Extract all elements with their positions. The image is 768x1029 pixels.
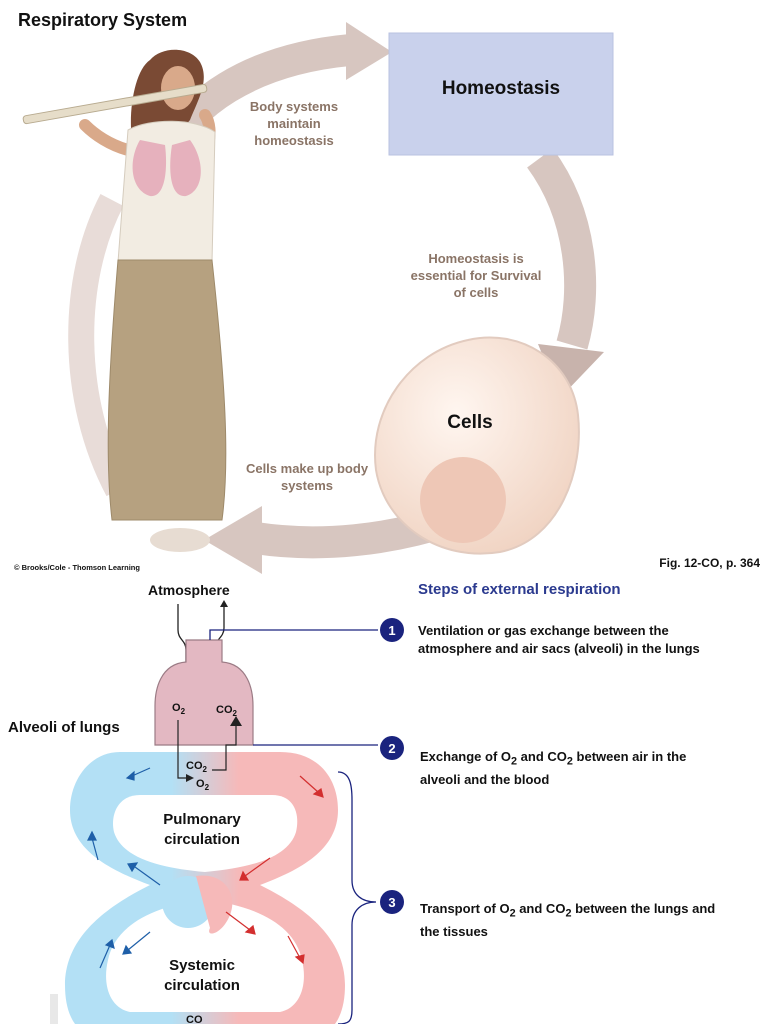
- gas-co2-tissue: CO: [186, 1014, 203, 1026]
- cell-nucleus: [420, 457, 506, 543]
- step-2-text: Exchange of O2 and CO2 between air in th…: [420, 749, 687, 787]
- systemic-hole: [106, 900, 304, 1012]
- arrow-text-cells: Cells make up body systems: [245, 461, 369, 493]
- cells-label: Cells: [447, 412, 493, 433]
- homeostasis-box: [388, 32, 614, 156]
- systemic-circulation-label: Systemic circulation: [164, 957, 240, 994]
- cycle-arrowhead-3: [204, 506, 262, 574]
- deoxygenated-flow-arrows: [87, 767, 161, 969]
- alveoli-sac: [154, 639, 254, 746]
- step-1-text: Ventilation or gas exchange between the …: [418, 623, 700, 656]
- pulmonary-hole: [113, 795, 298, 872]
- step-3-marker: [380, 890, 404, 914]
- arrow-text-body-systems: Body systems maintain homeostasis: [249, 99, 339, 148]
- pulmonary-circulation-label: Pulmonary circulation: [163, 811, 241, 848]
- woman-flute-figure: [22, 49, 227, 552]
- step-1-number: 1: [388, 623, 395, 638]
- copyright-credit: © Brooks/Cole - Thomson Learning: [14, 563, 140, 572]
- step-3-text: Transport of O2 and CO2 between the lung…: [420, 901, 716, 939]
- cycle-left-arc: [68, 193, 130, 497]
- circulation-loop: [65, 716, 345, 1029]
- gas-co2-blood: CO2: [186, 760, 207, 775]
- homeostasis-label: Homeostasis: [441, 78, 561, 99]
- step-3-number: 3: [388, 895, 395, 910]
- gas-co2-alveoli: CO2: [216, 704, 237, 719]
- atmosphere-label: Atmosphere: [148, 582, 230, 598]
- arrow-text-homeostasis: Homeostasis is essential for Survival of…: [410, 251, 542, 300]
- step-1-marker: [380, 618, 404, 642]
- homeostasis-cycle: [68, 22, 614, 574]
- gas-o2-blood: O2: [196, 778, 210, 793]
- steps-title: Steps of external respiration: [418, 581, 621, 598]
- cycle-arrowhead-1: [346, 22, 392, 80]
- cycle-arrow-to-cells: [526, 148, 597, 350]
- step-2-marker: [380, 736, 404, 760]
- step-markers: 1 2 3: [380, 618, 404, 914]
- heart-right: [196, 875, 233, 934]
- alveoli-label: Alveoli of lungs: [8, 719, 120, 736]
- step-2-number: 2: [388, 741, 395, 756]
- edge-mark: [50, 994, 58, 1024]
- figure-reference: Fig. 12-CO, p. 364: [659, 556, 760, 570]
- gas-o2-alveoli: O2: [172, 702, 186, 717]
- page-title: Respiratory System: [18, 10, 188, 30]
- step-connectors: [209, 629, 378, 1025]
- oxygenated-flow-arrows: [225, 775, 324, 965]
